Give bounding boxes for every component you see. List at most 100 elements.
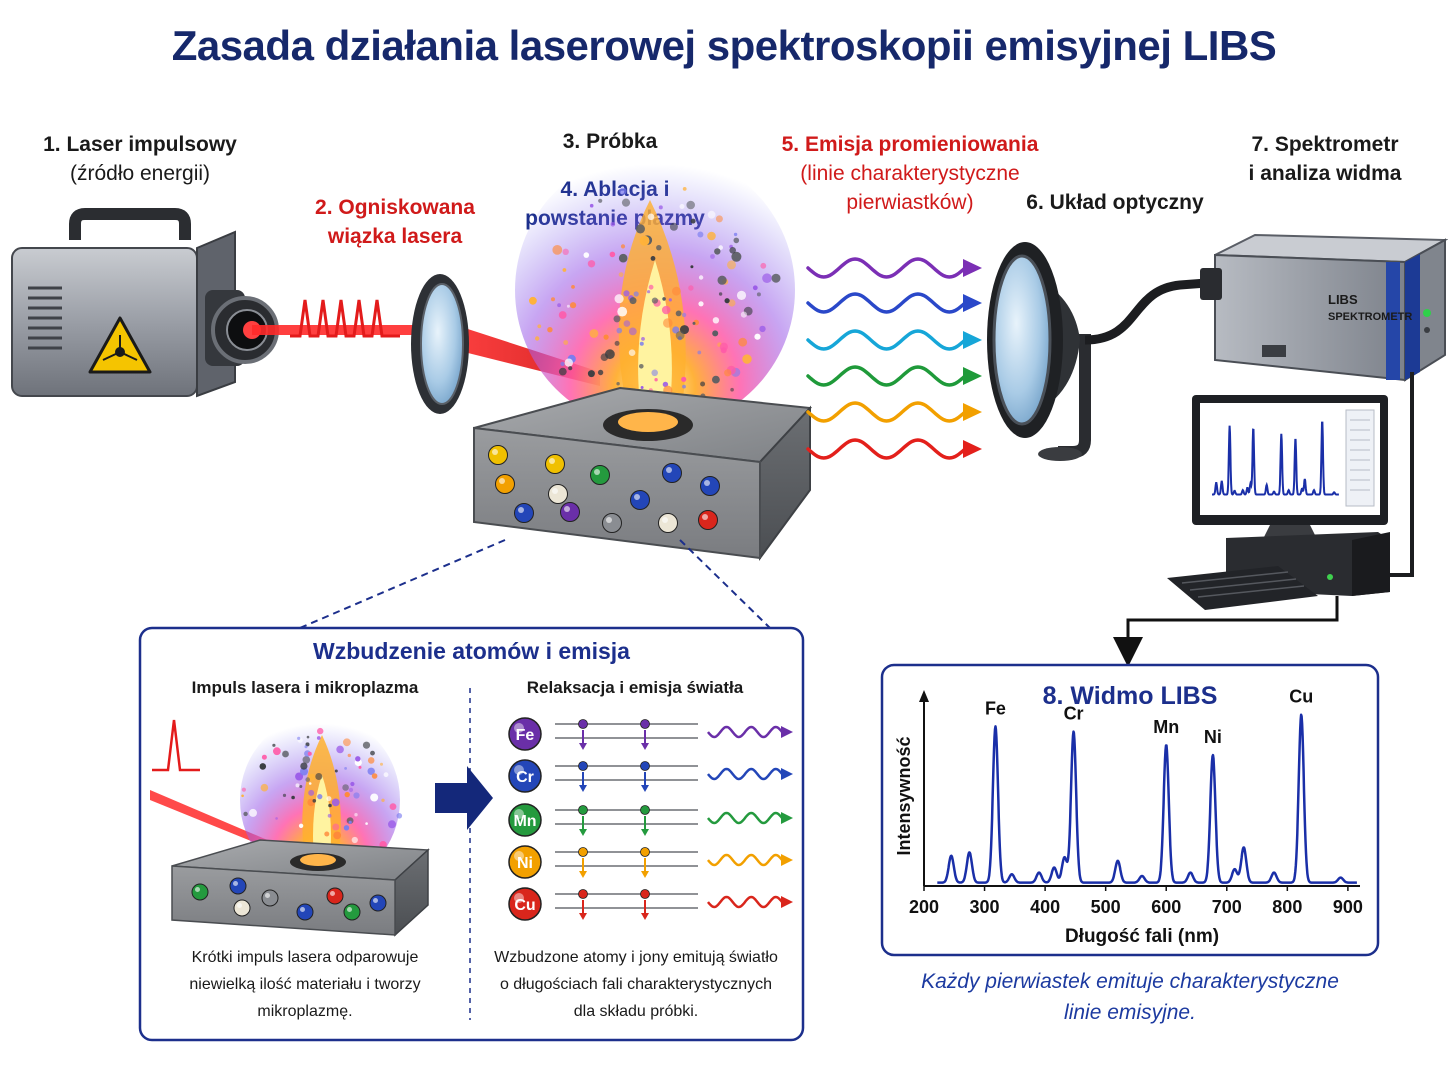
- step-optics-label: 6. Układ optyczny: [1026, 191, 1204, 214]
- emission-wave: [806, 365, 967, 387]
- monitor-spectrum: [1212, 421, 1339, 496]
- inset-particle: [336, 745, 344, 754]
- plasma-particle: [754, 333, 761, 340]
- plasma-particle: [547, 327, 553, 333]
- element-badge: Fe: [508, 717, 542, 751]
- step-beam-title-1: 2. Ogniskowana: [315, 196, 475, 219]
- inset-atom: [261, 889, 279, 907]
- plasma-particle: [690, 218, 696, 224]
- spectrum-title: 8. Widmo LIBS: [1042, 682, 1218, 710]
- step-emission-title: 5. Emisja promieniowania: [781, 133, 1039, 156]
- inset-particle: [383, 772, 389, 778]
- plasma-particle: [635, 224, 646, 234]
- plasma-particle: [614, 294, 624, 304]
- plasma-particle: [629, 297, 637, 305]
- plasma-particle: [628, 327, 637, 336]
- plasma-particle: [609, 251, 616, 258]
- plasma-particle: [564, 358, 573, 367]
- plasma-particle: [760, 262, 767, 269]
- inset-particle: [259, 763, 267, 770]
- inset-particle: [370, 793, 379, 802]
- electron: [640, 889, 650, 899]
- inset-particle: [365, 822, 368, 825]
- plasma-particle: [570, 302, 577, 309]
- plasma-particle: [623, 298, 629, 304]
- inset-particle: [317, 727, 324, 735]
- emission-wave-arrowhead: [963, 294, 982, 312]
- plasma-particle: [710, 254, 715, 259]
- inset-atom: [326, 887, 344, 905]
- x-tick-label: 400: [1030, 897, 1060, 917]
- peak-label: Fe: [985, 698, 1006, 718]
- emitted-photon: [707, 725, 783, 739]
- plasma-particle: [675, 331, 685, 340]
- inset-atom: [296, 903, 314, 921]
- emission-wave-arrowhead: [963, 367, 982, 385]
- emission-waves: [806, 257, 982, 460]
- inset-particle: [308, 789, 315, 796]
- emitted-photon: [707, 895, 783, 909]
- step-emission-sub-2: pierwiastków): [846, 191, 974, 214]
- plasma-particle: [633, 291, 639, 297]
- plasma-particle: [679, 204, 685, 209]
- emitted-photon: [707, 811, 783, 825]
- callout-line-right: [679, 539, 771, 629]
- inset-particle: [275, 817, 278, 820]
- inset-particle: [295, 772, 304, 781]
- inset-atom: [343, 903, 361, 921]
- element-symbol: Ni: [517, 855, 533, 872]
- plasma-particle: [719, 342, 728, 351]
- sample-atom: [488, 445, 508, 465]
- inset-left-caption-line: niewielką ilość materiału i tworzy: [189, 976, 421, 993]
- plasma-particle: [712, 317, 720, 324]
- plasma-particle: [551, 297, 555, 302]
- plasma-particle: [651, 297, 659, 304]
- step-laser-sub: (źródło energii): [69, 162, 211, 185]
- inset-particle: [273, 747, 281, 756]
- plasma-particle: [707, 231, 716, 241]
- inset-particle: [328, 803, 332, 808]
- plasma-particle: [712, 330, 719, 337]
- emission-wave-arrowhead: [963, 440, 982, 458]
- plasma-particle: [756, 292, 761, 297]
- inset-particle: [315, 773, 323, 780]
- inset-particle: [342, 784, 349, 791]
- inset-particle: [241, 787, 246, 792]
- sample-atom: [590, 465, 610, 485]
- electron: [640, 761, 650, 771]
- inset-particles: [241, 727, 403, 861]
- plasma-particle: [618, 253, 628, 263]
- emission-wave-arrowhead: [963, 331, 982, 349]
- sample-atoms: [488, 445, 720, 533]
- inset-particle: [358, 765, 362, 769]
- inset-particle: [299, 785, 303, 788]
- plasma-particle: [571, 285, 575, 289]
- inset-pulse: [152, 719, 200, 772]
- plasma-particle: [733, 237, 740, 244]
- device-label-1: LIBS: [1328, 292, 1358, 307]
- sample-atom: [514, 503, 534, 523]
- plasma-particle: [618, 272, 624, 277]
- peak-label: Ni: [1204, 727, 1222, 747]
- inset-particle: [343, 738, 351, 747]
- spectrum-caption: Każdy pierwiastek emituje charakterystyc…: [880, 966, 1380, 1028]
- plasma-particle: [731, 251, 742, 262]
- laser-handle: [69, 208, 191, 240]
- inset-particle: [297, 736, 301, 741]
- sample-atom: [545, 454, 565, 474]
- inset-particle: [282, 750, 289, 758]
- laser-vents: [28, 286, 62, 350]
- emitted-photon: [707, 853, 783, 867]
- inset-left-caption-line: Krótki impuls lasera odparowuje: [191, 949, 419, 966]
- element-symbol: Fe: [516, 727, 535, 744]
- peak-label: Cr: [1064, 703, 1084, 723]
- inset-particle: [260, 783, 269, 792]
- inset-particle: [306, 735, 310, 739]
- electron: [578, 889, 588, 899]
- inset-particle: [300, 767, 308, 776]
- plasma-particle: [619, 187, 627, 195]
- inset-particle: [389, 803, 397, 810]
- plasma-particle: [623, 320, 631, 327]
